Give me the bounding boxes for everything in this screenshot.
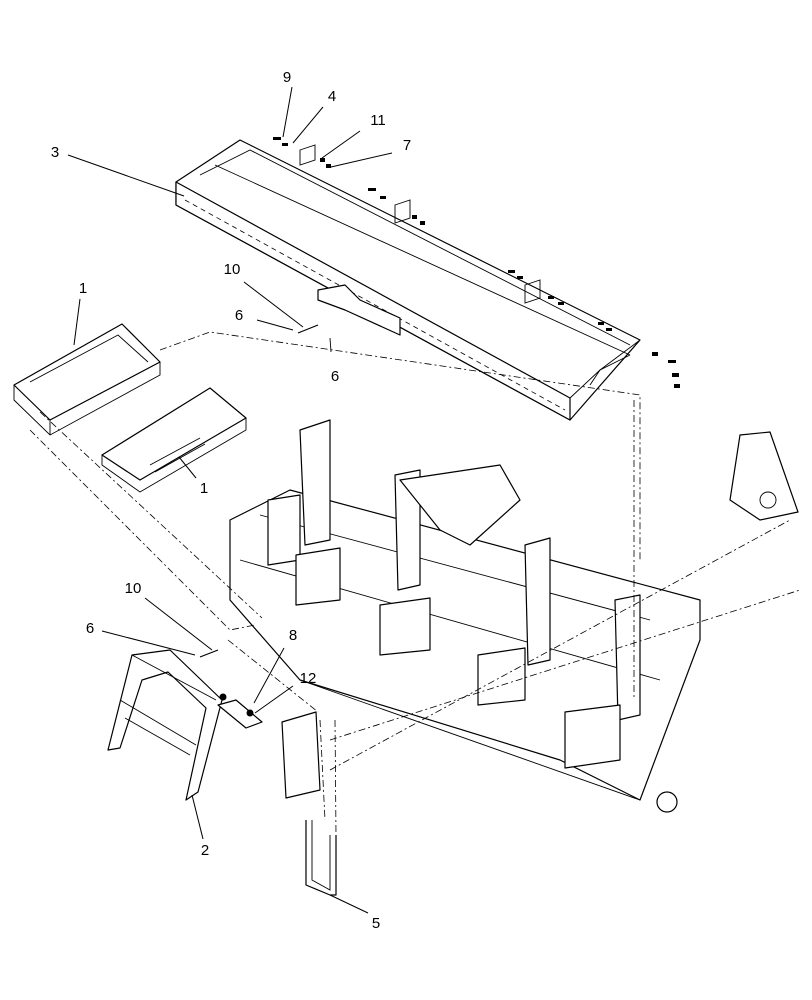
callout-2: 2 <box>201 842 209 859</box>
callout-6-upper-left: 6 <box>235 307 243 324</box>
callout-9: 9 <box>283 69 291 86</box>
callout-1-upper: 1 <box>79 280 87 297</box>
callout-4: 4 <box>328 88 336 105</box>
callout-12: 12 <box>300 670 317 687</box>
alignment-lines <box>29 331 801 836</box>
side-cover-part-1-upper <box>13 323 161 436</box>
callout-8: 8 <box>289 627 297 644</box>
callout-10-upper: 10 <box>224 261 241 278</box>
callout-3: 3 <box>51 144 59 161</box>
callout-5: 5 <box>372 915 380 932</box>
callouts: 9 4 11 7 3 10 1 6 6 1 10 6 8 12 2 5 <box>51 69 411 932</box>
u-bolt-part-5 <box>305 820 337 896</box>
callout-1-lower: 1 <box>200 480 208 497</box>
plate-part-12 <box>217 693 263 729</box>
callout-11: 11 <box>370 112 386 129</box>
callout-6-lower: 6 <box>86 620 94 637</box>
pin-part-10-upper <box>297 324 332 353</box>
step-stand-part-2 <box>107 649 223 801</box>
side-cover-part-1-lower <box>101 387 247 493</box>
callout-6-upper-right: 6 <box>331 368 339 385</box>
callout-7: 7 <box>403 137 411 154</box>
main-toolbar-frame <box>229 419 799 813</box>
pin-part-10-lower <box>199 649 219 658</box>
cover-tray-part-3 <box>175 137 680 421</box>
callout-10-lower: 10 <box>125 580 142 597</box>
